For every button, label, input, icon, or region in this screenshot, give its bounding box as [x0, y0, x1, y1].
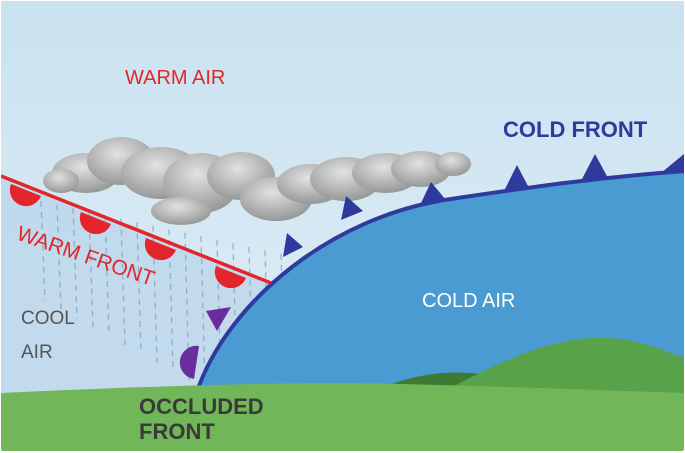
cold-front-label: COLD FRONT [503, 119, 647, 141]
cool-air-label-line1: COOL [21, 309, 75, 328]
cool-air-label-line2: AIR [21, 343, 53, 362]
ground [1, 383, 684, 451]
occluded-front-label-line1: OCCLUDED [139, 396, 264, 418]
cold-air-label: COLD AIR [422, 291, 515, 311]
occluded-front-label-line2: FRONT [139, 421, 215, 443]
warm-air-label: WARM AIR [125, 68, 225, 88]
